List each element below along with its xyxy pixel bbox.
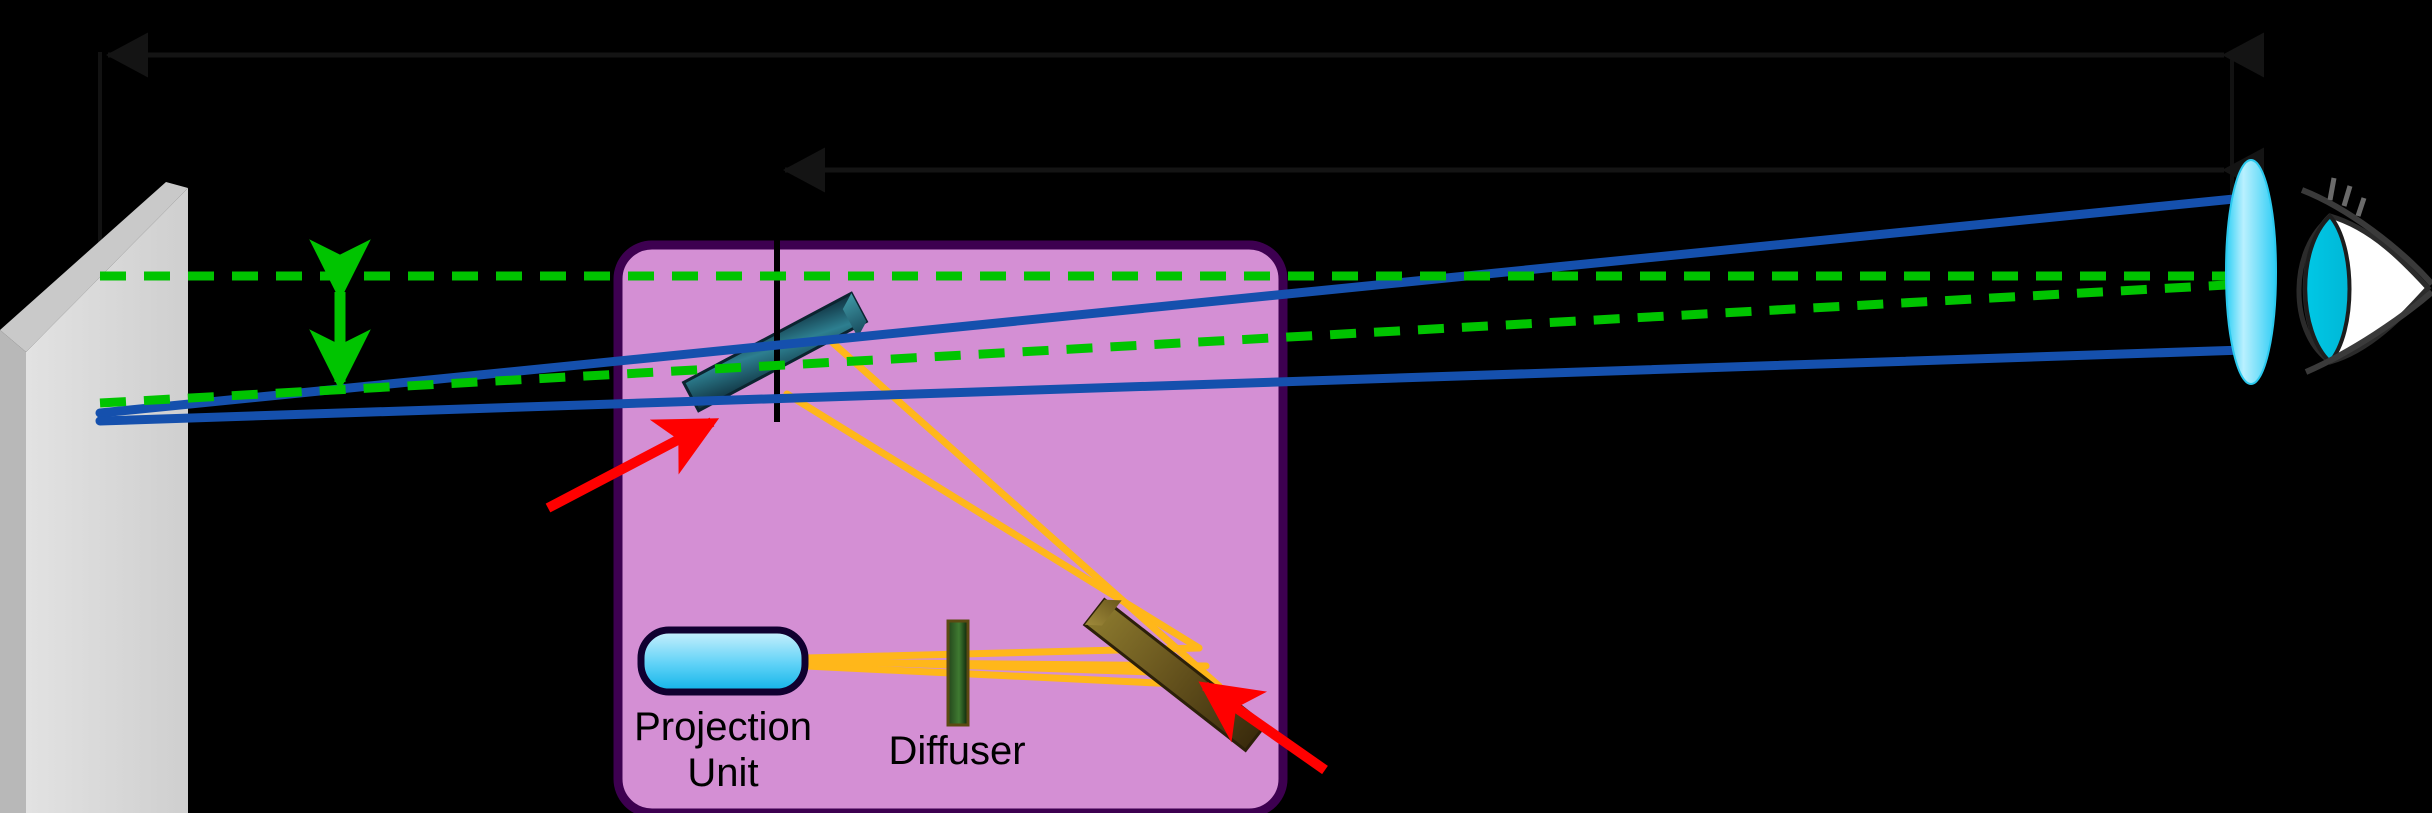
eye (2296, 177, 2432, 375)
beamsplitter-top-bevel (842, 293, 867, 338)
orange-ray-mirror-to-bs-2 (811, 323, 1223, 690)
eye-upper-lid (2300, 187, 2432, 286)
optical-axes (99, 271, 2245, 408)
eyepiece-lens-body (2225, 159, 2277, 385)
blue-ray-upper (95, 193, 2249, 418)
screen-top-bevel (0, 182, 188, 352)
blue-ray-lower (95, 345, 2249, 426)
virtual-image-screen (0, 182, 188, 813)
eye-lower-lid (2304, 289, 2432, 375)
fold-mirror-top-bevel (1084, 599, 1122, 626)
projection-unit-label-line1: Projection (634, 705, 812, 749)
diffuser-plate (946, 619, 970, 727)
eyelash-3 (2355, 197, 2367, 217)
eyepiece-lens (2225, 159, 2277, 385)
diffuser (946, 619, 970, 727)
orange-ray-lower-to-mirror (802, 662, 1223, 690)
screen-side-edge (0, 330, 26, 813)
orange-ray-spread-1 (802, 656, 1154, 676)
real-world-rays (95, 193, 2249, 426)
screen-face (26, 188, 188, 813)
projection-unit-label-line2: Unit (687, 751, 758, 795)
callout-pointers (545, 417, 1328, 775)
projection-unit (637, 626, 809, 696)
eyelash-2 (2341, 185, 2353, 207)
eyelash-1 (2327, 177, 2337, 201)
red-pointer-fold-mirror (1198, 681, 1328, 775)
diffuser-label: Diffuser (888, 729, 1025, 773)
projection-unit-body (637, 626, 809, 696)
red-pointer-beamsplitter (545, 417, 720, 513)
projection-light-path (783, 323, 1223, 690)
green-axis-tilted (99, 279, 2245, 408)
